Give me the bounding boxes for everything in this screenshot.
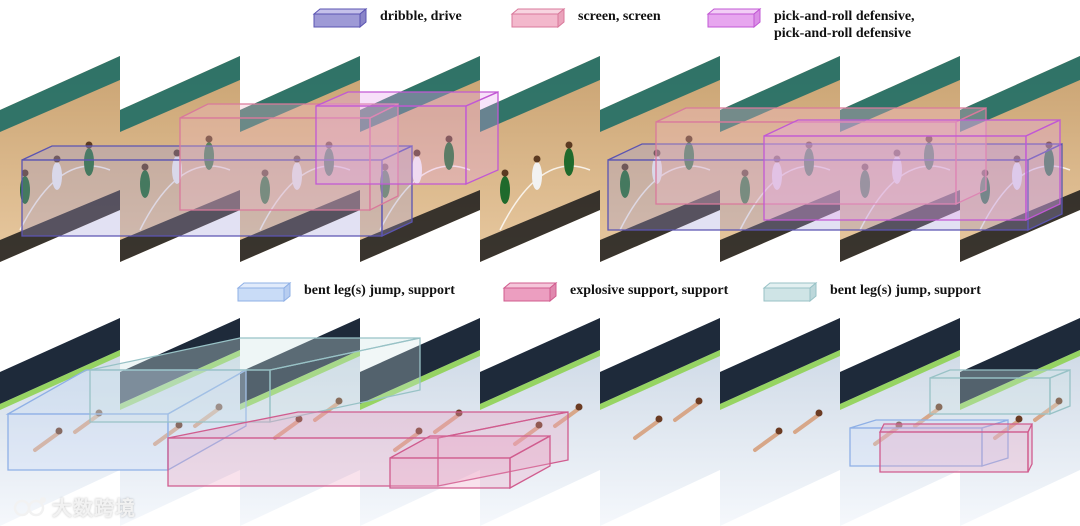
pick-and-roll-tube <box>316 92 498 184</box>
legend-cuboid-icon <box>762 282 818 302</box>
legend-label-multiline: pick-and-roll defensive, pick-and-roll d… <box>774 8 915 42</box>
player <box>564 148 574 176</box>
legend-bottom: bent leg(s) jump, support explosive supp… <box>0 280 1080 326</box>
cuboid-front <box>708 14 754 27</box>
player-head <box>502 170 509 177</box>
legend-item-bent-leg-jump-1: bent leg(s) jump, support <box>236 282 455 302</box>
player <box>532 162 542 190</box>
cuboid-top <box>504 283 556 288</box>
cuboid-top <box>314 9 366 14</box>
cuboid-front <box>238 288 284 301</box>
cuboid-front <box>764 288 810 301</box>
legend-top: dribble, drive screen, screen pick-and-r… <box>0 4 1080 50</box>
explosive-support-tube <box>880 424 1032 472</box>
cuboid-top <box>764 120 1060 136</box>
cuboid-front <box>90 370 270 422</box>
cuboid-front <box>930 378 1050 414</box>
cuboid-top <box>764 283 816 288</box>
player <box>500 176 510 204</box>
legend-label: screen, screen <box>578 8 661 25</box>
legend-cuboid-icon <box>706 8 762 28</box>
cuboid-top <box>238 283 290 288</box>
cuboid-side <box>1028 424 1032 472</box>
gymnastics-frame <box>600 318 720 526</box>
cuboid-top <box>930 370 1070 378</box>
legend-label: bent leg(s) jump, support <box>830 282 981 299</box>
cuboid-front <box>390 458 510 488</box>
watermark-text: 大数跨境 <box>52 492 136 521</box>
legend-cuboid-icon <box>502 282 558 302</box>
cuboid-side <box>1026 120 1060 220</box>
cuboid-front <box>504 288 550 301</box>
cuboid-front <box>314 14 360 27</box>
watermark: 大数跨境 <box>12 492 136 521</box>
logo-icon <box>12 494 52 520</box>
athlete-head <box>776 428 783 435</box>
legend-label: explosive support, support <box>570 282 728 299</box>
cuboid-top <box>880 424 1032 432</box>
legend-label: bent leg(s) jump, support <box>304 282 455 299</box>
cuboid-top <box>708 9 760 14</box>
athlete-head <box>816 410 823 417</box>
cuboid-front <box>512 14 558 27</box>
legend-label-line-2: pick-and-roll defensive <box>774 25 915 42</box>
athlete-head <box>576 404 583 411</box>
cuboid-top <box>512 9 564 14</box>
pick-and-roll-tube <box>764 120 1060 220</box>
legend-label: dribble, drive <box>380 8 462 25</box>
player-head <box>534 156 541 163</box>
legend-item-bent-leg-jump-2: bent leg(s) jump, support <box>762 282 981 302</box>
cuboid-side <box>1050 370 1070 414</box>
legend-cuboid-icon <box>312 8 368 28</box>
legend-item-screen-screen: screen, screen <box>510 8 661 28</box>
gymnastics-frame <box>720 318 840 526</box>
athlete-head <box>656 416 663 423</box>
legend-cuboid-icon <box>510 8 566 28</box>
cuboid-front <box>316 106 466 184</box>
cuboid-front <box>764 136 1026 220</box>
legend-cuboid-icon <box>236 282 292 302</box>
legend-item-explosive-support: explosive support, support <box>502 282 728 302</box>
cuboid-front <box>880 432 1028 472</box>
legend-item-dribble-drive: dribble, drive <box>312 8 462 28</box>
cuboid-side <box>466 92 498 184</box>
athlete-head <box>1016 416 1023 423</box>
legend-item-pick-and-roll: pick-and-roll defensive, pick-and-roll d… <box>706 8 915 42</box>
bent-leg-jump-tube-2 <box>930 370 1070 414</box>
athlete-head <box>696 398 703 405</box>
player-head <box>566 142 573 149</box>
legend-label-line-1: pick-and-roll defensive, <box>774 8 915 25</box>
